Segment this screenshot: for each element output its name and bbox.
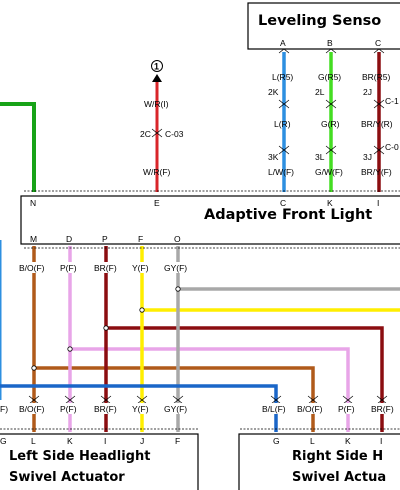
sensor-junction-1: 2K: [268, 87, 279, 97]
afl-pin-o: O: [174, 234, 181, 244]
afl-pin-k: K: [327, 198, 333, 208]
right-act-label-bg: [258, 403, 400, 414]
leveling-sensor-box: [247, 2, 400, 50]
left-actuator-box: [0, 433, 199, 490]
afl-wire-bo: B/O(F): [19, 263, 45, 273]
left-act-wire-y: Y(F): [132, 404, 149, 414]
left-act-wire-br: BR(F): [94, 404, 117, 414]
sensor-connector-c1: C-1: [385, 96, 399, 106]
sensor-wire-b-r: G(R): [321, 119, 340, 129]
left-actuator-title-2: Swivel Actuator: [9, 470, 125, 485]
splice-p: [67, 346, 73, 352]
wire-green-left: [0, 102, 36, 192]
afl-pin-m: M: [30, 234, 37, 244]
left-act-wire-bo: B/O(F): [19, 404, 45, 414]
ground-arrow-icon: [152, 74, 162, 82]
ground-connector: C-03: [165, 129, 184, 139]
afl-label-bg: [18, 262, 198, 273]
afl-pin-f: F: [138, 234, 143, 244]
afl-title: Adaptive Front Light: [204, 207, 372, 223]
right-act-wire-br: BR(F): [371, 404, 394, 414]
afl-wire-p: P(F): [60, 263, 77, 273]
leveling-sensor-title: Leveling Senso: [258, 13, 381, 29]
afl-pin-n: N: [30, 198, 36, 208]
left-act-pin-l: L: [31, 436, 36, 446]
sensor-pin-a: A: [280, 38, 286, 48]
ground-connector-pin: 2C: [140, 129, 151, 139]
afl-pin-c: C: [280, 198, 286, 208]
afl-pin-e: E: [154, 198, 160, 208]
left-act-pin-g: G: [0, 436, 7, 446]
ground-number: 1: [154, 62, 159, 72]
wire-br-branch: [106, 326, 384, 432]
afl-wire-br: BR(F): [94, 263, 117, 273]
afl-wire-y: Y(F): [132, 263, 149, 273]
left-act-pin-k: K: [67, 436, 73, 446]
sensor-wire-a-r5: L(R5): [272, 72, 293, 82]
sensor-k-1: 3K: [268, 152, 279, 162]
sensor-wire-c-r: BR/Y(R): [361, 119, 393, 129]
wire-bo-branch: [34, 366, 315, 432]
actuator-connector-marks: [28, 395, 388, 405]
left-act-wire-p: P(F): [60, 404, 77, 414]
wires: [0, 52, 400, 432]
right-actuator-title-1: Right Side H: [292, 449, 383, 464]
right-act-wire-bo: B/O(F): [297, 404, 323, 414]
ground-circle-icon: [151, 60, 163, 72]
sensor-wire-b-r5: G(R5): [318, 72, 341, 82]
right-act-pin-l: L: [310, 436, 315, 446]
splice-br: [103, 325, 109, 331]
right-act-pin-g: G: [273, 436, 280, 446]
sensor-connector-c0: C-0: [385, 142, 399, 152]
left-act-label-bg: [0, 403, 196, 414]
sensor-wire-a-r: L(R): [274, 119, 291, 129]
afl-box: [20, 195, 400, 245]
right-act-pin-i: I: [380, 436, 382, 446]
splice-bo: [31, 365, 37, 371]
splice-y: [139, 307, 145, 313]
sensor-wire-b-f: G/W(F): [315, 167, 343, 177]
sensor-k-3: 3J: [363, 152, 372, 162]
afl-pin-p: P: [102, 234, 108, 244]
ground-wire-f: W/R(F): [143, 167, 171, 177]
sensor-junction-2: 2L: [315, 87, 325, 97]
sensor-junction-3: 2J: [363, 87, 372, 97]
splice-gy: [175, 286, 181, 292]
sensor-pin-b: B: [327, 38, 333, 48]
left-act-pin-j: J: [140, 436, 144, 446]
sensor-pin-c: C: [375, 38, 381, 48]
ground-connector-marks: [151, 128, 163, 138]
right-act-wire-bl: B/L(F): [262, 404, 286, 414]
left-act-wire-gy: GY(F): [164, 404, 187, 414]
wire-blue-bl: [0, 384, 278, 432]
ground-symbol: 1: [151, 60, 163, 82]
afl-pin-d: D: [66, 234, 72, 244]
right-actuator-box: [238, 433, 400, 490]
right-act-wire-p: P(F): [338, 404, 355, 414]
sensor-wire-c-r5: BR(R5): [362, 72, 391, 82]
sensor-k-2: 3L: [315, 152, 325, 162]
right-actuator-title-2: Swivel Actua: [292, 470, 386, 485]
wire-p-branch: [70, 347, 350, 432]
splice-dots: [31, 286, 181, 371]
left-act-pin-f: F: [175, 436, 180, 446]
sensor-wire-c-f: BR/Y(F): [361, 167, 392, 177]
ground-wire-r: W/R(I): [144, 99, 169, 109]
sensor-connector-marks: [278, 48, 385, 155]
right-act-pin-k: K: [345, 436, 351, 446]
left-act-wire-cut: F): [0, 404, 8, 414]
afl-pin-i: I: [377, 198, 379, 208]
left-actuator-title-1: Left Side Headlight: [9, 449, 150, 464]
left-act-pin-i: I: [104, 436, 106, 446]
sensor-wire-a-f: L/W(F): [268, 167, 294, 177]
afl-wire-gy: GY(F): [164, 263, 187, 273]
